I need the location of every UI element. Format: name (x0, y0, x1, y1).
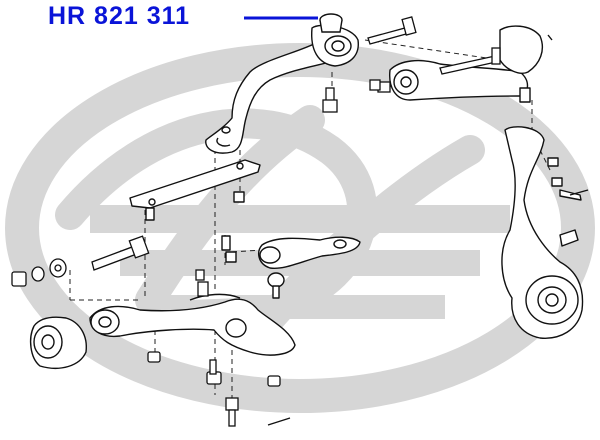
bushing-stud (322, 87, 338, 113)
stabilizer-bracket-plate (129, 159, 261, 221)
brand-logo-watermark (5, 43, 595, 413)
highlighted-bushing (311, 13, 359, 67)
front-bolt-set (11, 235, 150, 287)
ball-joint (221, 235, 361, 299)
bracket-bolt (367, 16, 417, 45)
lower-control-arm (89, 293, 296, 356)
steering-knuckle (501, 126, 584, 339)
upper-control-arm (389, 25, 553, 103)
strut-rod-bracket (205, 41, 339, 154)
small-fasteners (147, 79, 589, 427)
part-number-label: HR 821 311 (48, 2, 191, 30)
upper-bolt (377, 47, 501, 93)
front-bushing (29, 316, 87, 370)
